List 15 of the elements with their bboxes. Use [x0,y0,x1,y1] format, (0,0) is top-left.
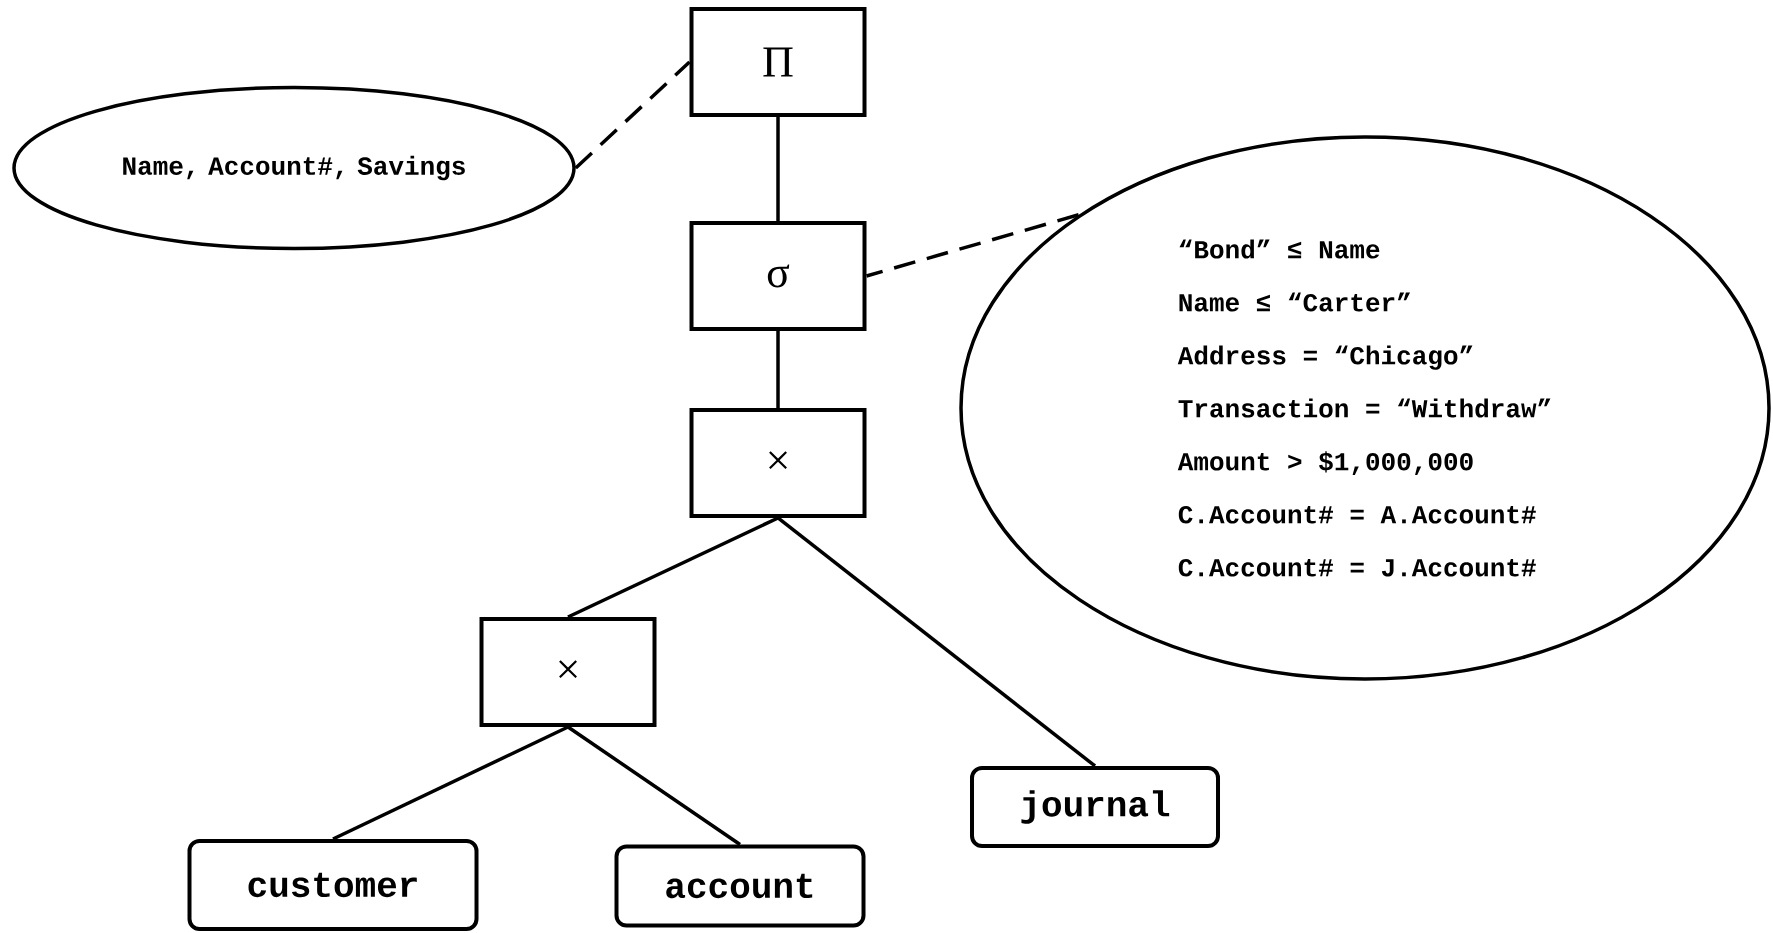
operator-box: × [479,617,657,727]
relation-box: journal [970,766,1220,848]
operator-box: σ [689,221,867,331]
operator-box: Π [689,7,867,117]
tree-edge [776,117,780,221]
tree-edge [567,516,779,619]
tree-edge [776,516,1097,768]
tree-edge [332,725,569,841]
leader-line [574,60,691,170]
tree-edge [567,725,741,846]
relation-box: customer [187,839,479,931]
operator-box: × [689,408,867,518]
leader-line [866,213,1080,278]
relation-box: account [614,844,866,928]
tree-edge [776,331,780,408]
